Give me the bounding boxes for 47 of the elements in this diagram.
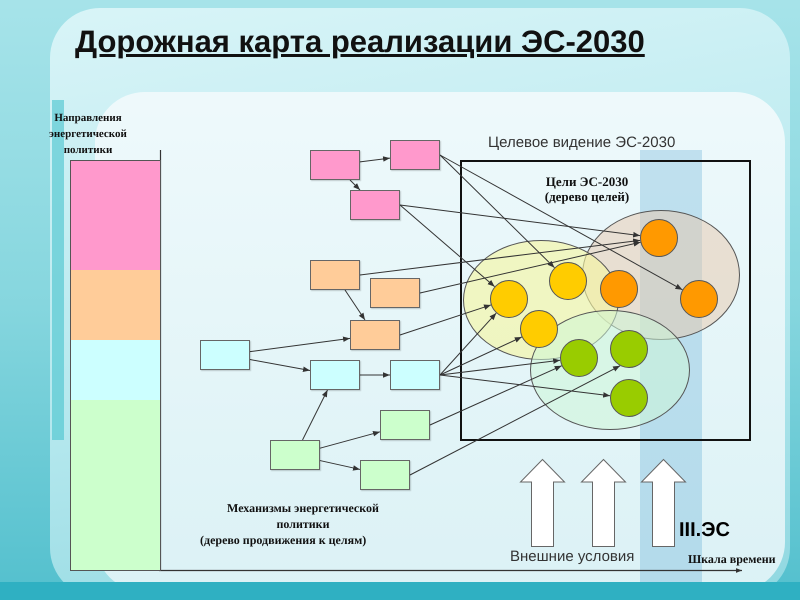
arrow [410,365,621,476]
arrow [320,460,360,471]
arrow [420,241,641,294]
mechanism-box [360,460,410,490]
mechanism-box [310,260,360,290]
arrow [250,359,310,372]
direction-segment [71,400,160,570]
arrow [440,358,561,376]
arrow [400,204,641,238]
arrow [440,154,555,268]
conditions-label: Внешние условия [510,548,634,566]
slide-title: Дорожная карта реализации ЭС-2030 [75,24,645,59]
column-heading: Направления энергетической политики [48,111,128,158]
arrow [250,336,350,352]
axis-label: Шкала времени [688,552,776,567]
mechanism-box [310,150,360,180]
arrow [320,430,380,449]
mechanism-box [350,320,400,350]
goals-title: Цели ЭС-2030 (дерево целей) [544,174,630,204]
direction-segment [71,340,160,400]
section-caption: Механизмы энергетической политики [226,500,380,532]
frame-heading: Целевое видение ЭС-2030 [488,134,676,152]
arrow [430,365,562,426]
arrow [360,156,390,162]
mechanism-box [270,440,320,470]
mechanism-box [200,340,250,370]
direction-segment [71,270,160,340]
arrow [440,154,683,290]
arrow [440,312,497,376]
mechanism-box [380,410,430,440]
arrow [302,390,328,440]
arrow [440,374,611,398]
mechanism-box [390,360,440,390]
mechanism-box [350,190,400,220]
section-caption: (дерево продвижения к целям) [200,532,366,548]
arrow [400,204,496,288]
stage-label: III.ЭС [679,518,730,542]
mechanism-box [370,278,420,308]
direction-segment [71,161,160,270]
arrow [350,180,360,190]
mechanism-box [390,140,440,170]
arrow [344,290,366,320]
arrow [400,304,492,336]
arrow [360,372,390,378]
mechanism-box [310,360,360,390]
arrow [440,336,522,376]
arrow [360,238,641,276]
